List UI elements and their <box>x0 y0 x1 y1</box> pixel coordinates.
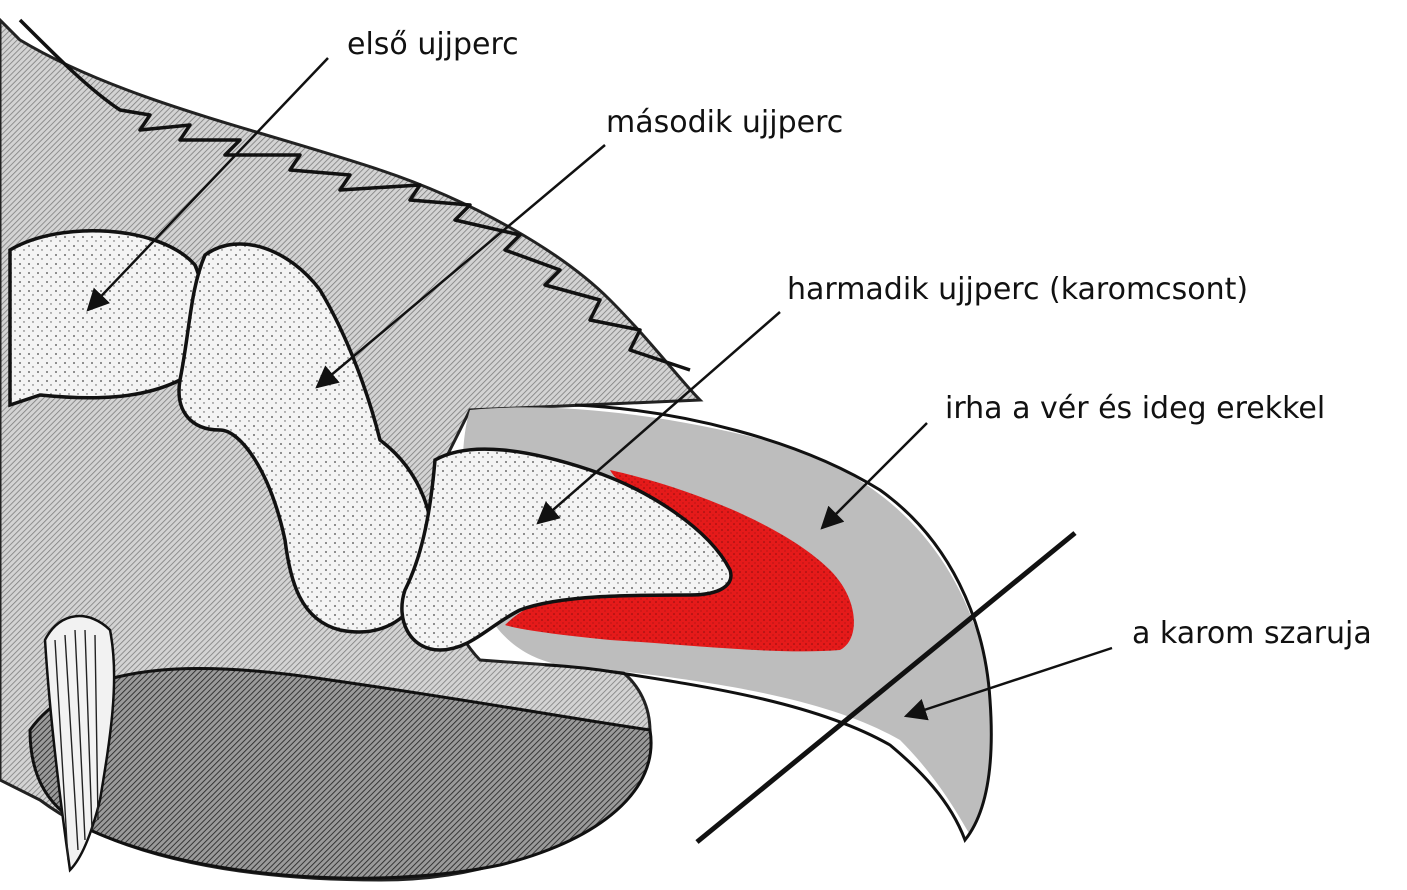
label-third-phalanx: harmadik ujjperc (karomcsont) <box>787 272 1248 308</box>
label-claw-horn: a karom szaruja <box>1132 616 1372 652</box>
label-second-phalanx: második ujjperc <box>606 105 843 141</box>
label-first-phalanx: első ujjperc <box>347 27 519 63</box>
first-phalanx <box>10 231 202 405</box>
label-dermis: irha a vér és ideg erekkel <box>945 391 1325 427</box>
